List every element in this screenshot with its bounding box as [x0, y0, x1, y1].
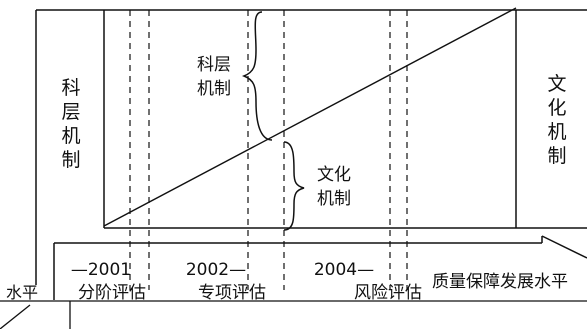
timeline-year-2: 2002—: [186, 260, 246, 280]
upper-brace-label-line-2: 机制: [197, 79, 231, 99]
timeline-arrow: [53, 235, 587, 300]
bottom-row-cell-1: 分阶评估: [78, 283, 146, 303]
right-label-char-4: 制: [547, 145, 566, 167]
left-label-char-2: 层: [61, 101, 80, 123]
dashed-separators: [129, 10, 408, 290]
bottom-row-cell-2: 专项评估: [198, 283, 266, 303]
outer-frame: [35, 9, 587, 285]
bottom-row: [0, 300, 587, 329]
lower-brace-label-line-1: 文化: [317, 165, 351, 185]
right-label-char-3: 机: [547, 121, 566, 143]
upper-brace: [241, 11, 273, 141]
timeline-y4-label: 质量保障发展水平: [432, 272, 568, 292]
upper-brace-label-line-1: 科层: [197, 55, 231, 75]
left-label-char-3: 机: [61, 125, 80, 147]
lower-brace: [283, 141, 305, 231]
left-label: 科 层 机 制: [61, 77, 80, 171]
right-label-char-1: 文: [547, 73, 566, 95]
timeline-year-1: —2001: [71, 260, 131, 280]
timeline-year-3: 2004—: [314, 260, 374, 280]
lower-brace-label-line-2: 机制: [317, 189, 351, 209]
right-label: 文 化 机 制: [547, 73, 566, 167]
bottom-row-cell-3: 风险评估: [354, 283, 422, 303]
bottom-row-prefix: 水平: [6, 283, 38, 302]
left-label-char-4: 制: [61, 149, 80, 171]
right-label-char-2: 化: [547, 97, 566, 119]
left-label-char-1: 科: [61, 77, 80, 99]
transition-diagonal: [103, 7, 517, 227]
